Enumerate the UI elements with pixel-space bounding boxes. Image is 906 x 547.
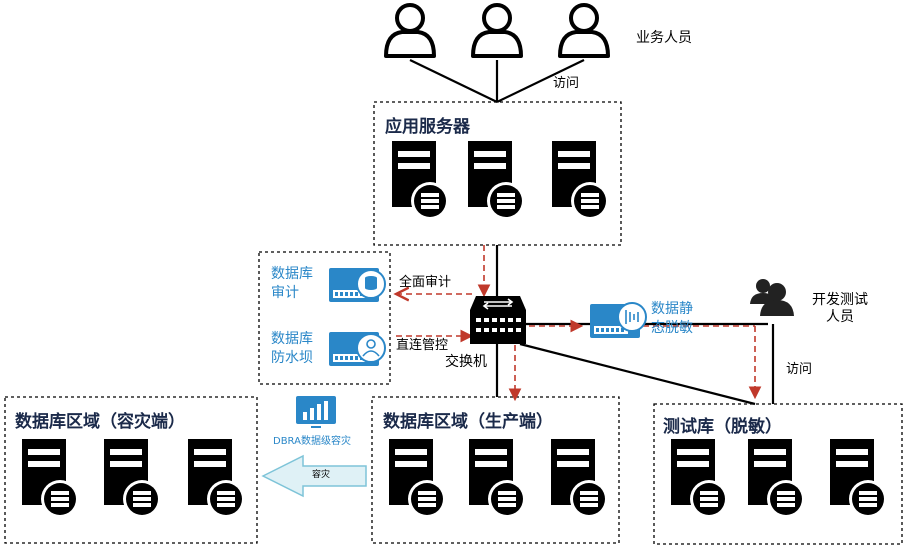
server-icon bbox=[392, 141, 449, 220]
devtest-access-label: 访问 bbox=[786, 362, 813, 377]
disaster-recovery-arrow bbox=[261, 454, 367, 498]
user-icon bbox=[471, 3, 523, 58]
server-icon bbox=[468, 141, 525, 220]
devtest-label: 开发测试 人员 bbox=[812, 292, 868, 326]
server-icon bbox=[830, 439, 887, 518]
server-icon bbox=[671, 439, 728, 518]
masking-label: 数据静 态脱敏 bbox=[651, 300, 693, 338]
firewall-label-line2: 防水坝 bbox=[271, 349, 313, 366]
server-icon bbox=[104, 439, 161, 518]
app-server-zone bbox=[373, 101, 622, 246]
red-flows bbox=[396, 245, 762, 402]
dr-zone-title: 数据库区域（容灾端） bbox=[15, 412, 185, 432]
prod-zone bbox=[371, 396, 620, 544]
full-audit-label: 全面审计 bbox=[399, 275, 452, 290]
dr-zone bbox=[4, 396, 258, 544]
server-icon bbox=[389, 439, 446, 518]
firewall-appliance-icon bbox=[329, 332, 386, 366]
audit-label-line1: 数据库 bbox=[271, 266, 313, 282]
app-server-title: 应用服务器 bbox=[385, 117, 470, 137]
devtest-label-line1: 开发测试 bbox=[812, 292, 868, 308]
masking-appliance-icon bbox=[590, 302, 647, 338]
access-label: 访问 bbox=[553, 76, 580, 91]
prod-zone-title: 数据库区域（生产端） bbox=[383, 412, 553, 432]
devtest-label-line2: 人员 bbox=[826, 308, 854, 325]
dbra-label: DBRA数据级容灾 bbox=[273, 436, 351, 447]
switch-icon bbox=[470, 296, 526, 344]
switch-label: 交换机 bbox=[445, 354, 487, 370]
server-icon bbox=[469, 439, 526, 518]
user-icon bbox=[558, 3, 610, 58]
audit-label-line2: 审计 bbox=[271, 284, 299, 301]
audit-appliance-icon bbox=[329, 268, 386, 302]
dr-arrow-label: 容灾 bbox=[312, 470, 331, 480]
server-icon bbox=[551, 439, 608, 518]
monitor-chart-icon bbox=[296, 396, 336, 428]
firewall-label-line1: 数据库 bbox=[271, 331, 313, 347]
masking-label-line2: 态脱敏 bbox=[651, 319, 693, 336]
server-icon bbox=[188, 439, 245, 518]
audit-label: 数据库 审计 bbox=[271, 265, 313, 303]
business-users-label: 业务人员 bbox=[636, 30, 692, 46]
developer-icon bbox=[750, 279, 794, 316]
test-zone bbox=[653, 403, 903, 545]
server-icon bbox=[22, 439, 79, 518]
user-icon bbox=[384, 3, 436, 58]
firewall-label: 数据库 防水坝 bbox=[271, 330, 313, 368]
server-icon bbox=[748, 439, 805, 518]
server-icon bbox=[552, 141, 609, 220]
masking-label-line1: 数据静 bbox=[651, 301, 693, 317]
test-zone-title: 测试库（脱敏） bbox=[663, 417, 782, 437]
direct-control-label: 直连管控 bbox=[396, 338, 449, 353]
